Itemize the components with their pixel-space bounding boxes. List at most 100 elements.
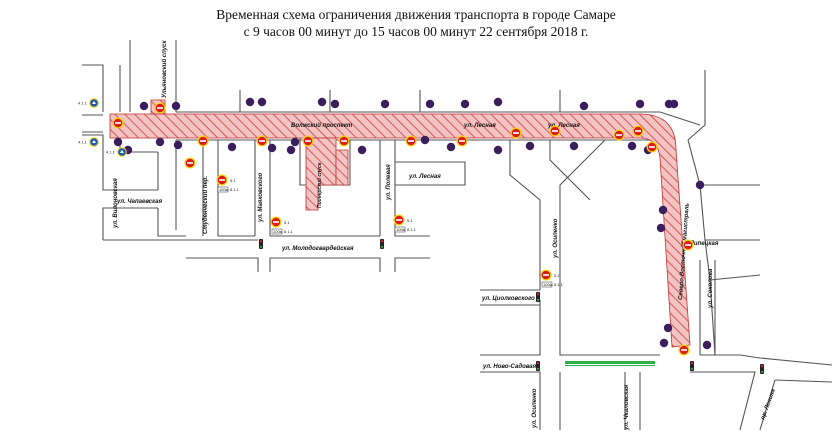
svg-text:8.1.1: 8.1.1 xyxy=(554,282,564,287)
traffic-light xyxy=(760,364,764,374)
no-entry-sign xyxy=(197,135,209,147)
stop-marker xyxy=(173,140,183,150)
label-mayakovskogo: ул. Маяковского xyxy=(258,172,264,223)
stop-marker xyxy=(380,99,390,109)
direction-sign: 4.1.1 xyxy=(78,98,99,108)
label-lipetskaya: ул.Липецкая xyxy=(680,241,719,247)
svg-text:5.1: 5.1 xyxy=(407,218,413,223)
stop-marker xyxy=(493,145,503,155)
stop-marker xyxy=(460,99,470,109)
no-entry-sign xyxy=(338,135,350,147)
stop-marker xyxy=(663,323,673,333)
svg-text:5.1: 5.1 xyxy=(230,178,236,183)
label-molodogvardeyskaya: ул. Молодогвардейская xyxy=(281,245,354,252)
label-ulyanovsky: Ульяновский спуск xyxy=(161,40,168,98)
label-osipenko-lower: ул. Осипенко xyxy=(532,388,538,429)
no-entry-sign xyxy=(405,135,417,147)
no-entry-sign xyxy=(678,344,690,356)
stop-marker xyxy=(267,143,277,153)
stop-marker xyxy=(245,97,255,107)
label-chkalovskaya: ул. Чкаловская xyxy=(624,384,630,431)
no-entry-sign xyxy=(510,127,522,139)
traffic-light xyxy=(690,361,694,371)
no-entry-sign xyxy=(184,157,196,169)
svg-text:100м: 100м xyxy=(219,187,229,192)
svg-text:8.1.1: 8.1.1 xyxy=(407,227,417,232)
no-entry-sign xyxy=(646,141,658,153)
stop-marker xyxy=(317,97,327,107)
label-pionersky: Пионерский спуск xyxy=(316,162,323,208)
bus-stop-markers xyxy=(113,97,712,350)
traffic-light xyxy=(536,361,540,371)
label-sokolova: ул. Соколова xyxy=(708,268,714,309)
svg-text:5.1: 5.1 xyxy=(284,220,290,225)
stop-marker xyxy=(658,205,668,215)
svg-text:100м: 100м xyxy=(396,227,406,232)
stop-marker xyxy=(290,137,300,147)
label-osipenko-upper: ул. Осипенко xyxy=(553,218,559,259)
map-title: Временная схема ограничения движения тра… xyxy=(0,6,832,40)
label-tsiolkovskogo: ул. Циолковского xyxy=(481,296,535,302)
no-entry-sign xyxy=(112,117,124,129)
label-lesnaya-upper: ул. Лесная xyxy=(463,123,496,129)
stop-marker xyxy=(171,101,181,111)
no-entry-sign xyxy=(456,135,468,147)
no-entry-sign xyxy=(302,135,314,147)
label-studenchesky: Студенческий пер. xyxy=(202,176,209,234)
traffic-light xyxy=(380,239,384,249)
no-entry-sign xyxy=(154,102,166,114)
tram-strip xyxy=(565,361,655,366)
direction-sign: 4.1.1 xyxy=(106,147,127,157)
traffic-light xyxy=(536,292,540,302)
label-vilonovskaya: ул. Вилоновская xyxy=(113,178,119,229)
stop-marker xyxy=(635,99,645,109)
street-outlines xyxy=(82,40,832,431)
label-novo-sadovaya: ул. Ново-Садовая xyxy=(482,364,537,370)
no-entry-sign xyxy=(632,125,644,137)
stop-marker xyxy=(659,338,669,348)
stop-marker xyxy=(227,142,237,152)
stop-marker xyxy=(525,141,535,151)
stop-marker xyxy=(139,101,149,111)
direction-signs: 4.1.1 4.1.1 4.1.1 xyxy=(78,98,127,157)
label-volzhsky: Волжский проспект xyxy=(291,122,353,129)
svg-text:4.1.1: 4.1.1 xyxy=(78,140,88,145)
label-lesnaya-lower: ул. Лесная xyxy=(408,174,441,180)
traffic-light xyxy=(259,239,263,249)
svg-text:100м: 100м xyxy=(273,229,283,234)
traffic-lights xyxy=(259,239,764,374)
stop-marker xyxy=(656,223,666,233)
closed-pionersky-spusk xyxy=(305,137,337,211)
stop-marker xyxy=(257,97,267,107)
closed-pionersky-spusk-right xyxy=(335,149,349,186)
stop-marker xyxy=(330,99,340,109)
label-polevaya: ул. Полевая xyxy=(386,164,392,201)
svg-text:4.1.1: 4.1.1 xyxy=(106,150,116,155)
stop-marker xyxy=(286,145,296,155)
direction-sign: 4.1.1 xyxy=(78,137,99,147)
stop-marker xyxy=(155,137,165,147)
stop-marker xyxy=(425,99,435,109)
stop-marker xyxy=(420,135,430,145)
no-entry-sign xyxy=(682,239,694,251)
stop-marker xyxy=(695,180,705,190)
label-lenina: пр. Ленина xyxy=(760,388,777,421)
stop-marker xyxy=(113,137,123,147)
stop-marker xyxy=(493,97,503,107)
stop-marker xyxy=(669,99,679,109)
stop-marker xyxy=(627,141,637,151)
title-line-2: с 9 часов 00 минут до 15 часов 00 минут … xyxy=(243,24,589,39)
street-labels: Волжский проспект Ульяновский спуск ул. … xyxy=(113,40,777,431)
svg-text:100м: 100м xyxy=(543,282,553,287)
no-entry-signs xyxy=(112,102,694,356)
stop-marker xyxy=(569,141,579,151)
svg-text:8.1.1: 8.1.1 xyxy=(284,229,294,234)
svg-text:8.1.1: 8.1.1 xyxy=(230,187,240,192)
no-entry-sign xyxy=(256,135,268,147)
label-chapaevskaya: ул. Чапаевская xyxy=(116,199,163,205)
